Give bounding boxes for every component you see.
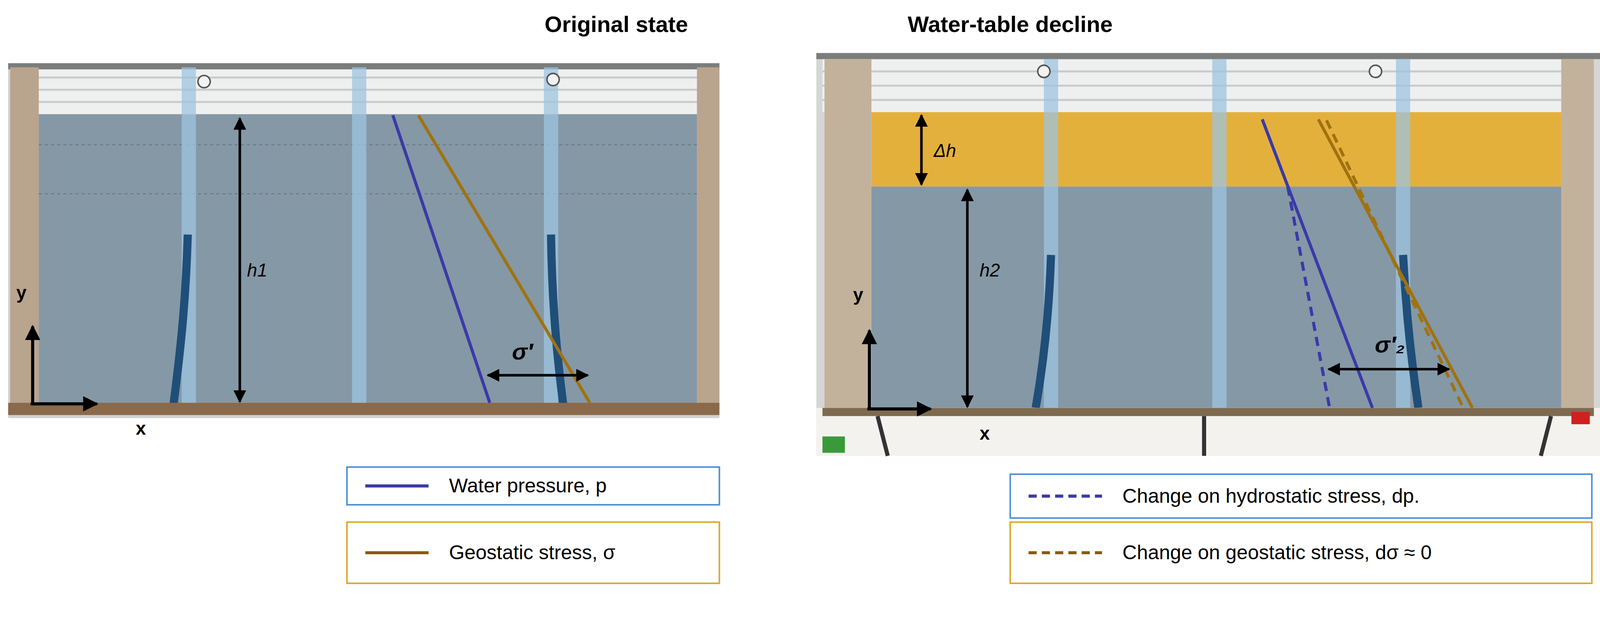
window-slat	[822, 70, 1595, 73]
legend-item	[1010, 474, 1592, 519]
legend-box	[346, 522, 720, 584]
legend-item	[1010, 522, 1592, 584]
water-pressure-line	[393, 115, 490, 404]
side-frame	[1561, 58, 1595, 411]
tube	[1035, 255, 1052, 408]
panel-title: Original state	[544, 12, 689, 37]
table-leg	[1541, 416, 1552, 457]
valve	[1571, 412, 1590, 425]
stress-label: σ′	[511, 339, 534, 366]
tank-photo-original	[8, 63, 720, 419]
axis-label: y	[16, 282, 27, 303]
x-axis	[867, 407, 931, 411]
axis-label: x	[979, 423, 990, 444]
geostatic-stress-line	[1318, 119, 1473, 408]
bottom-rail	[8, 403, 720, 416]
tube	[173, 234, 188, 406]
legend-sample	[365, 484, 429, 488]
table-leg	[1201, 416, 1207, 457]
hydrostatic-change-line	[1287, 186, 1330, 409]
water-tint	[38, 114, 697, 406]
legend-item	[346, 467, 720, 506]
legend-text: Geostatic stress, σ	[449, 542, 616, 565]
legend-box	[346, 467, 720, 506]
legend-text: Change on geostatic stress, dσ ≈ 0	[1122, 542, 1432, 565]
pressure-gauge	[546, 73, 559, 86]
frame-post	[1212, 58, 1227, 408]
panel-title: Water-table decline	[907, 12, 1113, 37]
window-slat	[822, 98, 1595, 101]
geostatic-stress-line	[418, 115, 590, 404]
y-axis	[31, 326, 35, 405]
legend-sample	[1028, 494, 1103, 498]
bottom-rail	[822, 408, 1595, 417]
photo-ground	[8, 63, 720, 419]
drop-label: Δh	[933, 140, 957, 161]
legend-box	[1010, 474, 1592, 519]
height-arrow	[965, 189, 969, 408]
height-label: h2	[979, 260, 1001, 281]
floor-light	[816, 408, 1600, 457]
drop-arrow	[920, 115, 923, 185]
saturated-sand	[38, 114, 697, 406]
tank-photo-decline	[816, 53, 1600, 457]
side-frame	[824, 58, 872, 411]
frame-post	[351, 67, 367, 406]
marker-line	[38, 193, 697, 195]
y-axis	[867, 330, 871, 410]
axis-label: x	[135, 418, 146, 439]
pressure-gauge	[1369, 65, 1382, 78]
x-axis	[30, 402, 98, 406]
marker-line	[38, 144, 697, 146]
legend-text: Change on hydrostatic stress, dp.	[1122, 485, 1420, 508]
legend-item	[346, 522, 720, 584]
geostatic-change-line	[1326, 120, 1464, 409]
pump	[822, 436, 846, 453]
tube	[550, 234, 563, 406]
height-label: h1	[246, 260, 268, 281]
effective-stress-arrow	[1328, 368, 1450, 371]
water-pressure-line	[1262, 119, 1373, 408]
legend-sample	[365, 551, 429, 555]
pressure-gauge	[1037, 65, 1050, 78]
height-arrow	[238, 118, 241, 403]
side-frame	[696, 67, 720, 410]
window-band	[822, 58, 1595, 113]
tube	[1403, 255, 1419, 408]
stress-label: σ′₂	[1374, 331, 1405, 358]
side-frame	[10, 67, 40, 410]
legend-sample	[1028, 551, 1103, 555]
window-slat	[822, 84, 1595, 87]
legend-text: Water pressure, p	[449, 475, 608, 498]
top-rail	[816, 53, 1600, 60]
axis-label: y	[852, 285, 863, 305]
legend-group	[346, 467, 1592, 584]
effective-stress-arrow	[487, 374, 588, 377]
legend-box	[1010, 522, 1592, 584]
photo-ground	[816, 53, 1600, 457]
table-leg	[877, 416, 888, 457]
pressure-gauge	[197, 75, 210, 88]
